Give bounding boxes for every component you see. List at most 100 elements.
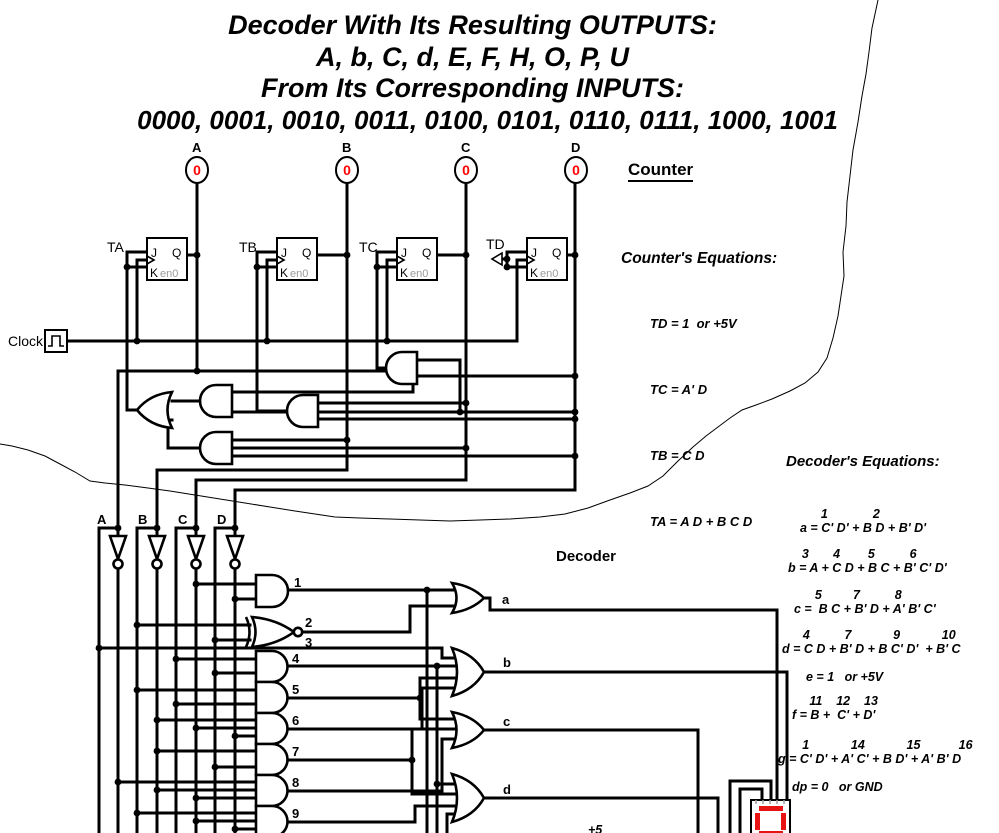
svg-text:en0: en0 — [540, 268, 558, 280]
and-gate-CD-TB — [285, 393, 320, 429]
svg-text:9: 9 — [292, 806, 299, 821]
title-line-1: Decoder With Its Resulting OUTPUTS: — [228, 10, 717, 40]
ff-label-TC: TC — [359, 239, 378, 255]
and-gate-5 — [254, 680, 289, 715]
probe-B-value: 0 — [343, 162, 351, 178]
flipflop-TD: J Q K en0 TD — [486, 236, 568, 281]
svg-text:K: K — [150, 266, 158, 280]
counter-wires — [65, 181, 577, 530]
svg-text:Q: Q — [422, 246, 431, 260]
probe-C-label: C — [461, 140, 471, 155]
probe-B-label: B — [342, 140, 351, 155]
or-gate-b — [449, 646, 486, 698]
probe-A: 0 A — [185, 140, 209, 184]
svg-text:K: K — [280, 266, 288, 280]
svg-text:6: 6 — [292, 713, 299, 728]
probe-A-label: A — [192, 140, 202, 155]
decoder-input-labels: A B C D — [97, 512, 226, 527]
counter-equations-title: Counter's Equations: — [621, 250, 778, 267]
title-line-3: From Its Corresponding INPUTS: — [260, 73, 684, 103]
or-gate-d — [449, 772, 486, 824]
flipflop-TB: J Q K en0 TB — [239, 237, 318, 281]
probe-D: 0 D — [564, 140, 588, 184]
svg-text:7: 7 — [292, 744, 299, 759]
svg-text:J: J — [401, 246, 407, 260]
clock-waveform-icon — [48, 335, 64, 347]
clock-label: Clock — [8, 333, 44, 349]
svg-text:1: 1 — [294, 575, 301, 590]
probe-D-label: D — [571, 140, 580, 155]
probe-D-value: 0 — [572, 162, 580, 178]
decoder-wires — [97, 526, 789, 833]
and-gate-AprimeD-TC — [384, 350, 419, 386]
ff-label-TD: TD — [486, 236, 505, 252]
svg-text:3: 3 — [305, 635, 312, 650]
svg-text:J: J — [531, 246, 537, 260]
svg-text:Q: Q — [172, 246, 181, 260]
decoder-input-D: D — [217, 512, 226, 527]
counter-equations: TD = 1 or +5V TC = A' D TB = C D TA = A … — [650, 316, 753, 529]
segment-top-left — [755, 813, 760, 830]
torn-edge-line — [0, 0, 879, 522]
output-label-a: a — [502, 592, 510, 607]
decoder-input-C: C — [178, 512, 188, 527]
flipflop-TC: J Q K en0 TC — [359, 237, 438, 281]
and-gate-7 — [254, 742, 289, 777]
decoder-heading: Decoder — [556, 548, 617, 565]
and-gate-BCD — [198, 430, 234, 466]
probe-C: 0 C — [454, 140, 478, 184]
display-pins — [755, 800, 785, 804]
svg-text:K: K — [400, 266, 408, 280]
decoder-equations-title: Decoder's Equations: — [786, 453, 940, 470]
svg-text:J: J — [151, 246, 157, 260]
probe-C-value: 0 — [462, 162, 470, 178]
and-gate-9 — [254, 804, 289, 833]
svg-text:J: J — [281, 246, 287, 260]
decoder-eq-e: e = 1 or +5V — [806, 670, 884, 684]
segment-top — [759, 806, 783, 811]
xnor-gate-2 — [244, 615, 304, 649]
svg-text:Q: Q — [302, 246, 311, 260]
segment-middle — [759, 831, 783, 833]
svg-text:2: 2 — [305, 615, 312, 630]
decoder-eq-dp: dp = 0 or GND — [792, 780, 883, 794]
and-gate-1 — [254, 573, 290, 609]
or-gate-c — [449, 710, 486, 750]
output-label-d: d — [503, 782, 511, 797]
svg-text:4: 4 — [292, 651, 300, 666]
svg-text:Q: Q — [552, 246, 561, 260]
output-labels: a b c d — [502, 592, 511, 797]
segment-top-right — [781, 813, 786, 830]
output-label-b: b — [503, 655, 511, 670]
inverter-C — [186, 534, 206, 570]
seven-segment-display — [750, 799, 791, 833]
output-label-c: c — [503, 714, 510, 729]
flipflop-TA: J Q K en0 TA — [107, 237, 188, 281]
title-line-2: A, b, C, d, E, F, H, O, P, U — [315, 42, 630, 72]
ff-label-TA: TA — [107, 239, 125, 255]
svg-text:en0: en0 — [410, 268, 428, 280]
decoder-input-A: A — [97, 512, 107, 527]
counter-heading: Counter — [628, 160, 694, 182]
or-gate-TA — [135, 390, 175, 430]
clock-input: Clock — [8, 329, 68, 353]
or-gate-a — [449, 581, 486, 615]
inverter-A — [108, 534, 128, 570]
svg-text:en0: en0 — [160, 268, 178, 280]
inverter-D — [225, 534, 245, 570]
decoder-input-B: B — [138, 512, 147, 527]
probe-B: 0 B — [335, 140, 359, 184]
constant-one-icon — [490, 251, 503, 267]
junction-dots — [95, 251, 579, 833]
title-line-4: 0000, 0001, 0010, 0011, 0100, 0101, 0110… — [137, 105, 838, 135]
gate-number-labels: 1 2 3 4 5 6 7 8 9 — [292, 575, 312, 821]
svg-text:5: 5 — [292, 682, 299, 697]
and-gate-AD — [198, 383, 234, 419]
svg-text:K: K — [530, 266, 538, 280]
